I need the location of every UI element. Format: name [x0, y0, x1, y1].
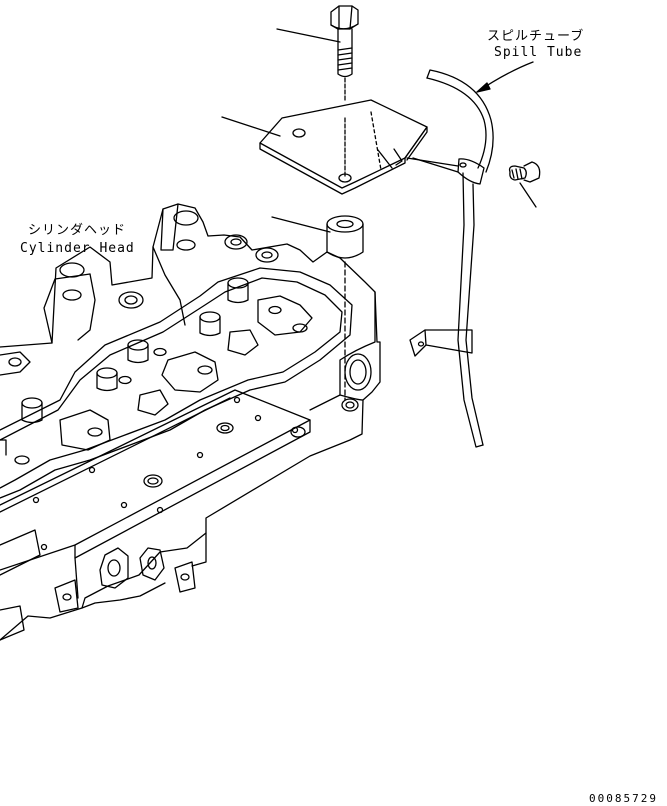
spill-tube-label-en: Spill Tube — [494, 45, 583, 60]
cylinder-head-label-en: Cylinder Head — [20, 241, 135, 256]
spill-tube — [407, 70, 493, 447]
leader-lines — [222, 29, 536, 232]
cylinder-head-label-jp: シリンダヘッド — [28, 223, 127, 238]
screw — [510, 162, 540, 182]
drawing-number: 00085729 — [589, 792, 658, 805]
studs — [0, 278, 248, 455]
bolt — [331, 6, 358, 100]
bracket-plate — [260, 100, 427, 194]
spill-tube-label-jp: スピルチューブ — [487, 29, 585, 44]
cylinder-head — [0, 204, 380, 640]
